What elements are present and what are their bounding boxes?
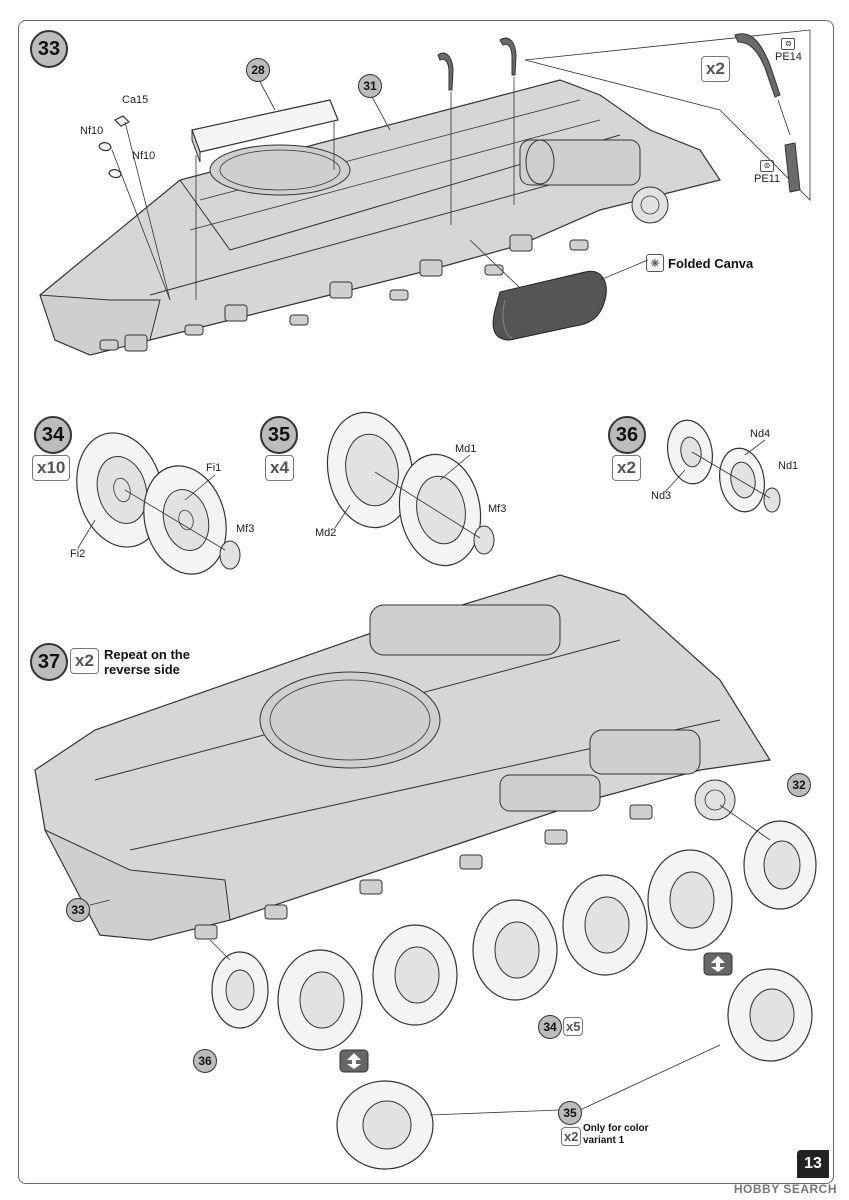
part-label-md2: Md2 (315, 527, 337, 539)
callout-part-31: 31 (358, 74, 382, 98)
quantity-badge-x4: x4 (265, 455, 294, 481)
step-number-33: 33 (30, 30, 68, 68)
part-label-mf3-34: Mf3 (236, 523, 255, 535)
step-number-35: 35 (260, 416, 298, 454)
page-number: 13 (797, 1150, 829, 1178)
repeat-note: Repeat on the reverse side (104, 647, 190, 677)
grab-handles (437, 29, 811, 225)
part-label-md1: Md1 (455, 443, 477, 455)
pe11-text: PE11 (754, 173, 781, 185)
quantity-badge-x5: x5 (563, 1017, 584, 1036)
pe-label-pe14: ⊜ PE14 (775, 38, 802, 63)
pe14-text: PE14 (775, 51, 802, 63)
part-label-nd3: Nd3 (651, 490, 672, 502)
pe-label-pe11: ⊜ PE11 (754, 160, 780, 185)
callout-part-34: 34 (538, 1015, 562, 1039)
folded-canvas (469, 239, 649, 341)
road-wheels-37 (89, 804, 817, 1170)
photo-etch-icon: ⊜ (781, 38, 796, 50)
folded-canvas-label: ✳ Folded Canva (646, 254, 753, 272)
part-label-fi2: Fi2 (70, 548, 86, 560)
hull-underside-step33 (39, 79, 721, 356)
step-number-36: 36 (608, 416, 646, 454)
flip-over-icon-2 (339, 1049, 369, 1073)
wheel-assembly-35 (326, 411, 495, 567)
quantity-badge-x2-variant: x2 (561, 1127, 582, 1146)
part-label-mf3-35: Mf3 (488, 503, 507, 515)
part-label-fi1: Fi1 (206, 462, 222, 474)
flip-over-icon (703, 952, 733, 976)
hull-underside-step37 (34, 574, 771, 941)
part-label-ca15: Ca15 (122, 94, 149, 106)
page-frame (18, 20, 834, 1184)
pe-inset (719, 30, 811, 201)
callout-part-36: 36 (193, 1049, 217, 1073)
part-label-nd4: Nd4 (750, 428, 771, 440)
callout-part-32: 32 (787, 773, 811, 797)
fabric-icon: ✳ (646, 254, 664, 272)
small-fittings (98, 115, 171, 301)
step-number-37: 37 (30, 643, 68, 681)
quantity-badge-x2-36: x2 (612, 455, 641, 481)
part-label-nf10-a: Nf10 (80, 125, 104, 137)
watermark: HOBBY SEARCH (733, 1182, 837, 1196)
quantity-badge-x10: x10 (32, 455, 71, 481)
wheel-assembly-34 (76, 432, 241, 575)
variant-note: Only for color variant 1 (583, 1123, 649, 1146)
callout-part-28: 28 (246, 58, 270, 82)
part-label-nd1: Nd1 (778, 460, 799, 472)
callout-part-35: 35 (558, 1101, 582, 1125)
part-28-box (191, 99, 339, 300)
wheel-assembly-36 (667, 419, 781, 513)
part-label-nf10-b: Nf10 (132, 150, 156, 162)
quantity-badge-pe-x2: x2 (701, 56, 730, 82)
callout-part-33: 33 (66, 898, 90, 922)
quantity-badge-x2-37: x2 (70, 648, 99, 674)
photo-etch-icon: ⊜ (760, 160, 775, 172)
folded-canvas-text: Folded Canva (668, 255, 754, 271)
step-number-34: 34 (34, 416, 72, 454)
